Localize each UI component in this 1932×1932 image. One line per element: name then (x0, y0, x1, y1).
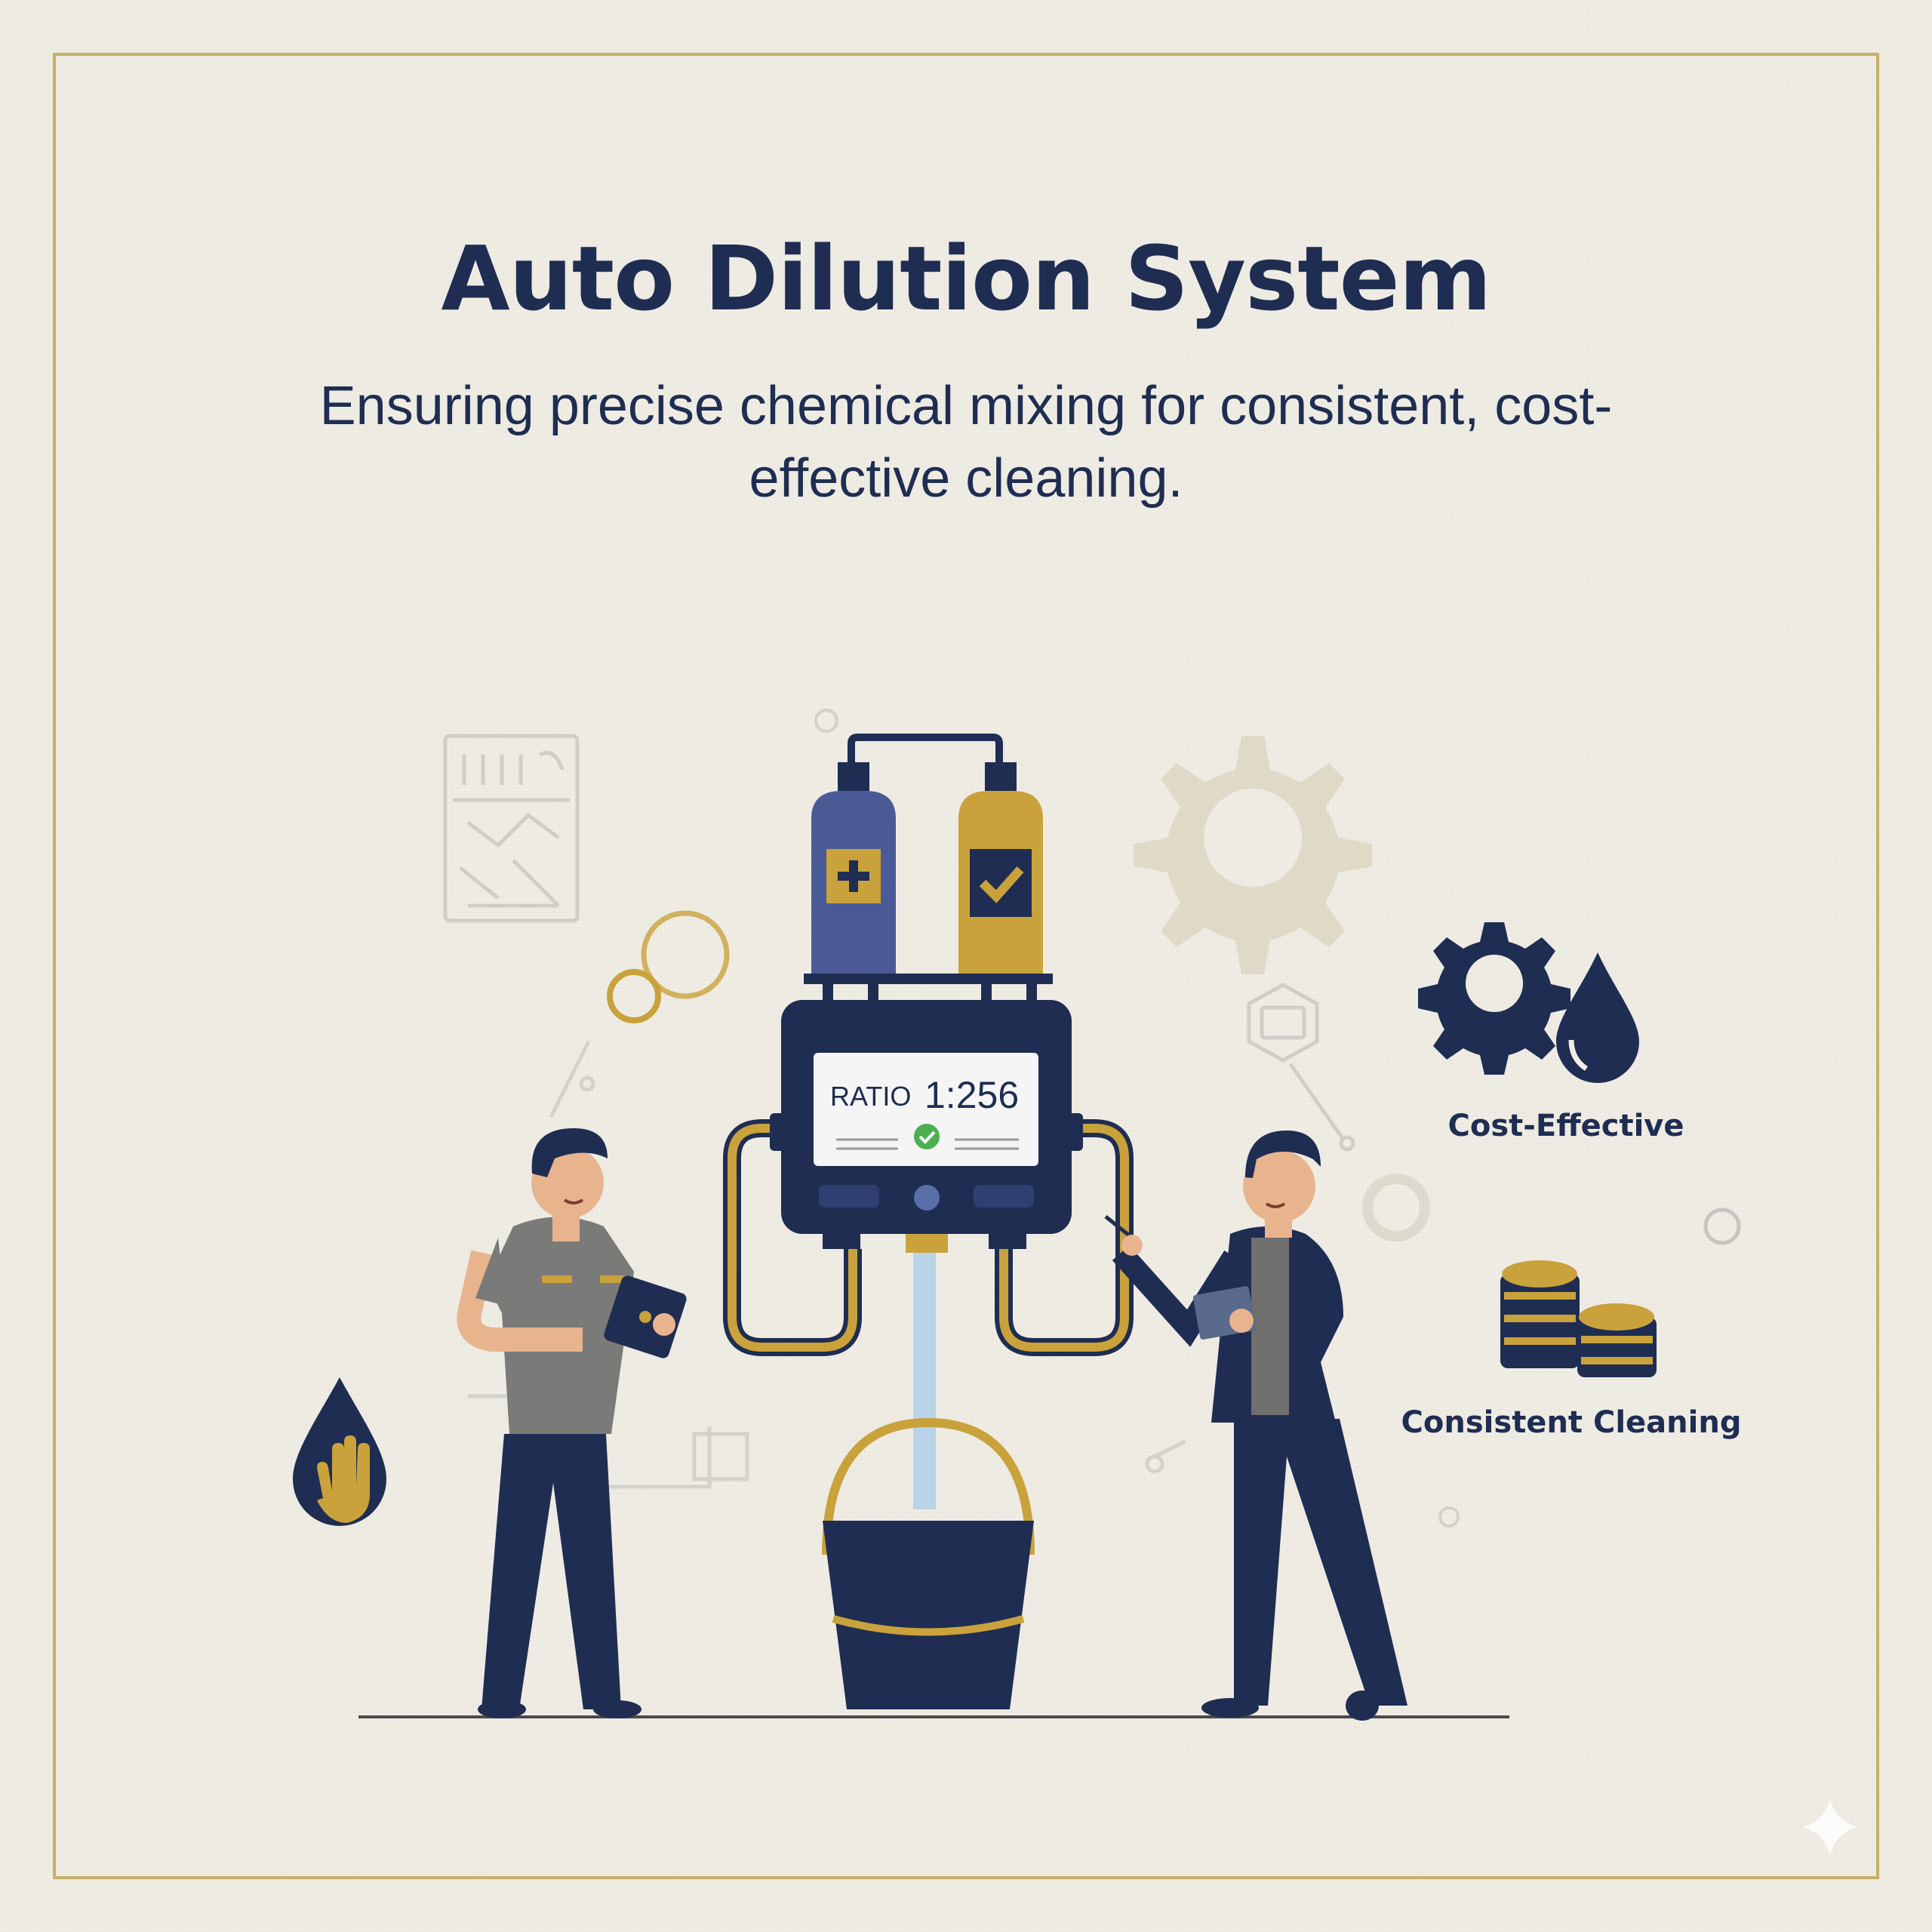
page-title: Auto Dilution System (441, 226, 1491, 331)
rings-decoration (607, 709, 1741, 1527)
worker-left (457, 1128, 687, 1718)
gear-icon (1418, 922, 1571, 1075)
coin-stack-icon (1500, 1260, 1657, 1377)
small-gear-faint-icon (1362, 1174, 1430, 1241)
large-gear-faint-icon (1134, 736, 1372, 974)
bottles-connector-hose (848, 734, 1003, 762)
status-check-icon (914, 1124, 940, 1149)
unit-knob (914, 1185, 940, 1211)
sparkle-icon (1803, 1800, 1857, 1854)
ratio-value: 1:256 (924, 1074, 1019, 1116)
water-stream (913, 1253, 936, 1509)
bucket (822, 1417, 1035, 1709)
water-drop-icon (1556, 952, 1639, 1083)
ratio-label: RATIO (830, 1081, 911, 1112)
dilution-control-unit (770, 1000, 1083, 1253)
page-subtitle: Ensuring precise chemical mixing for con… (319, 376, 1613, 509)
worker-right (1104, 1131, 1407, 1721)
hexagon-chip-icon (1247, 983, 1355, 1152)
gold-frame-border (53, 53, 1879, 1879)
ratio-display-screen (814, 1053, 1038, 1166)
blueprint-icon (443, 734, 580, 923)
feature-label-cost-effective: Cost-Effective (1448, 1109, 1684, 1143)
hand-drop-icon (293, 1377, 386, 1526)
feature-label-consistent-cleaning: Consistent Cleaning (1401, 1405, 1742, 1440)
blue-chemical-bottle (811, 762, 896, 974)
gold-chemical-bottle (958, 762, 1043, 974)
